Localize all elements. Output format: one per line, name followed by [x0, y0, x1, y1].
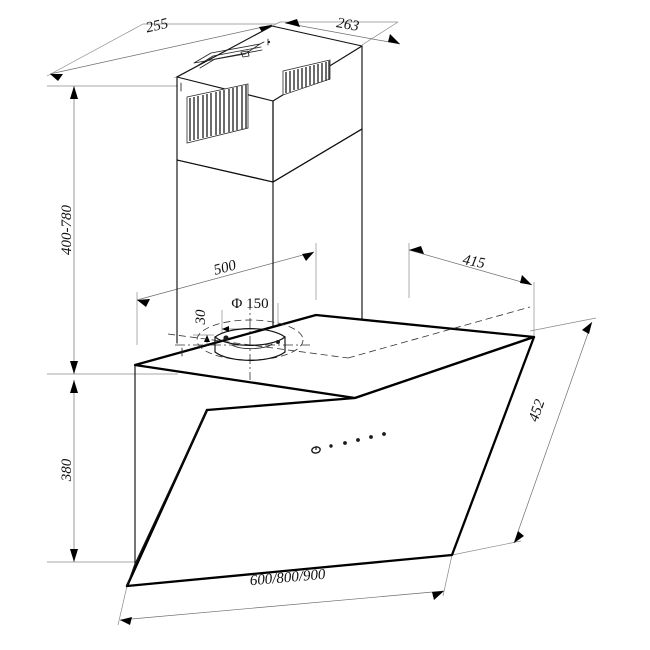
control-indicator-dot: [329, 444, 333, 448]
dim-label-chimney-top-width: 263: [335, 15, 360, 35]
dim-label-chimney-top-depth: 255: [144, 16, 170, 37]
dim-line-452: [513, 321, 593, 544]
dim-label-chimney-height-range: 400-780: [59, 205, 75, 255]
dimension-lines: [49, 19, 593, 625]
control-indicator-dot: [369, 435, 373, 439]
dim-line-263: [284, 22, 401, 45]
chimney-corner-marks: [180, 38, 271, 92]
dim-line-500: [136, 251, 315, 301]
mounting-mark: [180, 347, 184, 357]
dim-label-hood-width-options: 600/800/900: [249, 567, 326, 590]
control-indicator-dot: [356, 438, 360, 442]
dim-line-415: [408, 249, 533, 286]
inclined-glass-front-panel: [125, 335, 536, 588]
dim-line-600-800-900: [119, 590, 445, 621]
lower-chimney-section: [176, 128, 363, 379]
dim-label-body-height: 380: [59, 458, 75, 482]
dim-line-255: [49, 24, 273, 75]
control-indicator-dot: [343, 441, 347, 445]
chimney-top-slot-detail: [193, 41, 265, 69]
right-louver-vent-icon: [282, 59, 331, 96]
dim-label-collar-height: 30: [193, 309, 209, 326]
control-indicator-dot: [382, 432, 386, 436]
hood-left-side-panel: [126, 364, 208, 587]
dimension-labels: 255 263 400-780 380 500 30 Φ 150 415 452…: [59, 15, 549, 589]
dim-label-glass-panel-height: 452: [526, 397, 549, 424]
dim-label-outlet-diameter: Φ 150: [231, 296, 268, 312]
duct-outlet-collar: [196, 319, 304, 361]
left-louver-vent-icon: [186, 83, 249, 144]
dim-label-hood-depth: 415: [461, 252, 487, 272]
dim-label-outlet-offset: 500: [212, 257, 238, 278]
touch-control-strip[interactable]: [311, 432, 386, 454]
